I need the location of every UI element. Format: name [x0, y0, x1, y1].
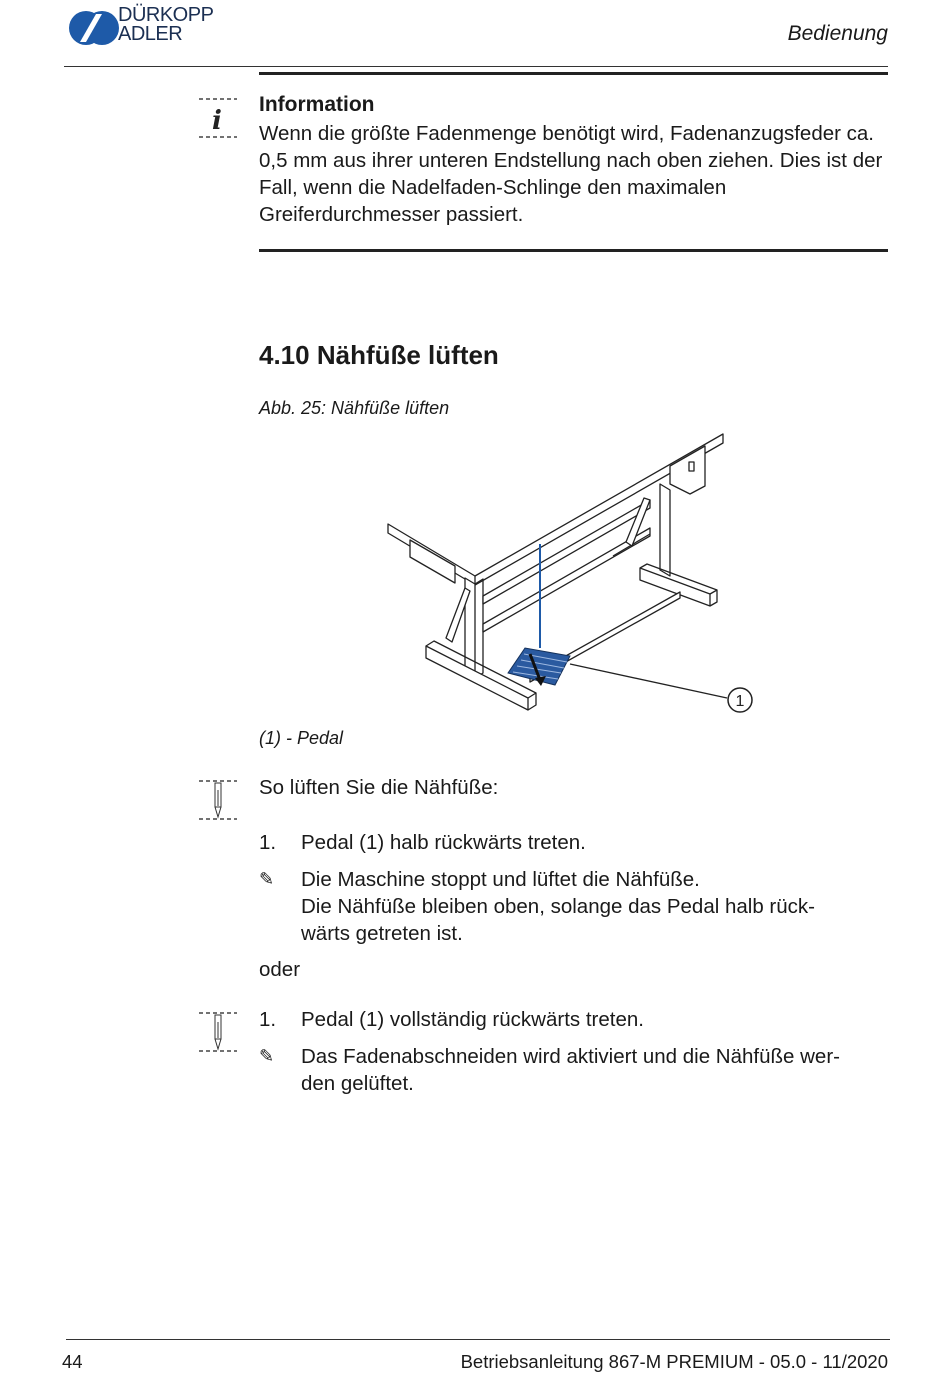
brand-name: DÜRKOPP ADLER — [118, 4, 214, 45]
info-icon: i — [199, 98, 237, 138]
info-body: Wenn die größte Fadenmenge benötigt wird… — [259, 122, 883, 226]
step-text: Pedal (1) vollständig rückwärts treten. — [301, 1008, 644, 1031]
document-reference: Betriebsanleitung 867-M PREMIUM - 05.0 -… — [460, 1351, 888, 1372]
result-text: Die Maschine stoppt und lüftet die Nähfü… — [301, 868, 815, 945]
step-number: 1. — [259, 1008, 277, 1031]
duerkopp-adler-logo — [69, 11, 119, 45]
header-divider — [64, 66, 888, 67]
step-text: Pedal (1) halb rückwärts treten. — [301, 831, 586, 854]
callout-number: 1 — [736, 693, 745, 710]
figure-legend: (1) - Pedal — [259, 728, 344, 748]
header-section-title: Bedienung — [787, 22, 888, 45]
info-title: Information — [259, 93, 375, 116]
svg-text:i: i — [212, 106, 222, 136]
page-number: 44 — [62, 1351, 83, 1372]
needle-instruction-icon — [199, 1012, 237, 1052]
result-text: Das Fadenabschneiden wird aktiviert und … — [301, 1045, 840, 1095]
needle-instruction-icon — [199, 780, 237, 820]
instruction-intro: So lüften Sie die Nähfüße: — [259, 776, 499, 799]
sewing-table-pedal-illustration: 1 — [387, 433, 753, 713]
figure-caption: Abb. 25: Nähfüße lüften — [259, 398, 450, 418]
section-title: 4.10 Nähfüße lüften — [259, 340, 499, 370]
or-separator: oder — [259, 958, 301, 981]
info-box-top-rule — [259, 72, 888, 75]
result-arrow-icon: ✎ — [259, 869, 275, 889]
result-arrow-icon: ✎ — [259, 1046, 275, 1066]
step-number: 1. — [259, 831, 277, 854]
info-box-bottom-rule — [259, 249, 888, 252]
footer-divider — [66, 1339, 890, 1340]
